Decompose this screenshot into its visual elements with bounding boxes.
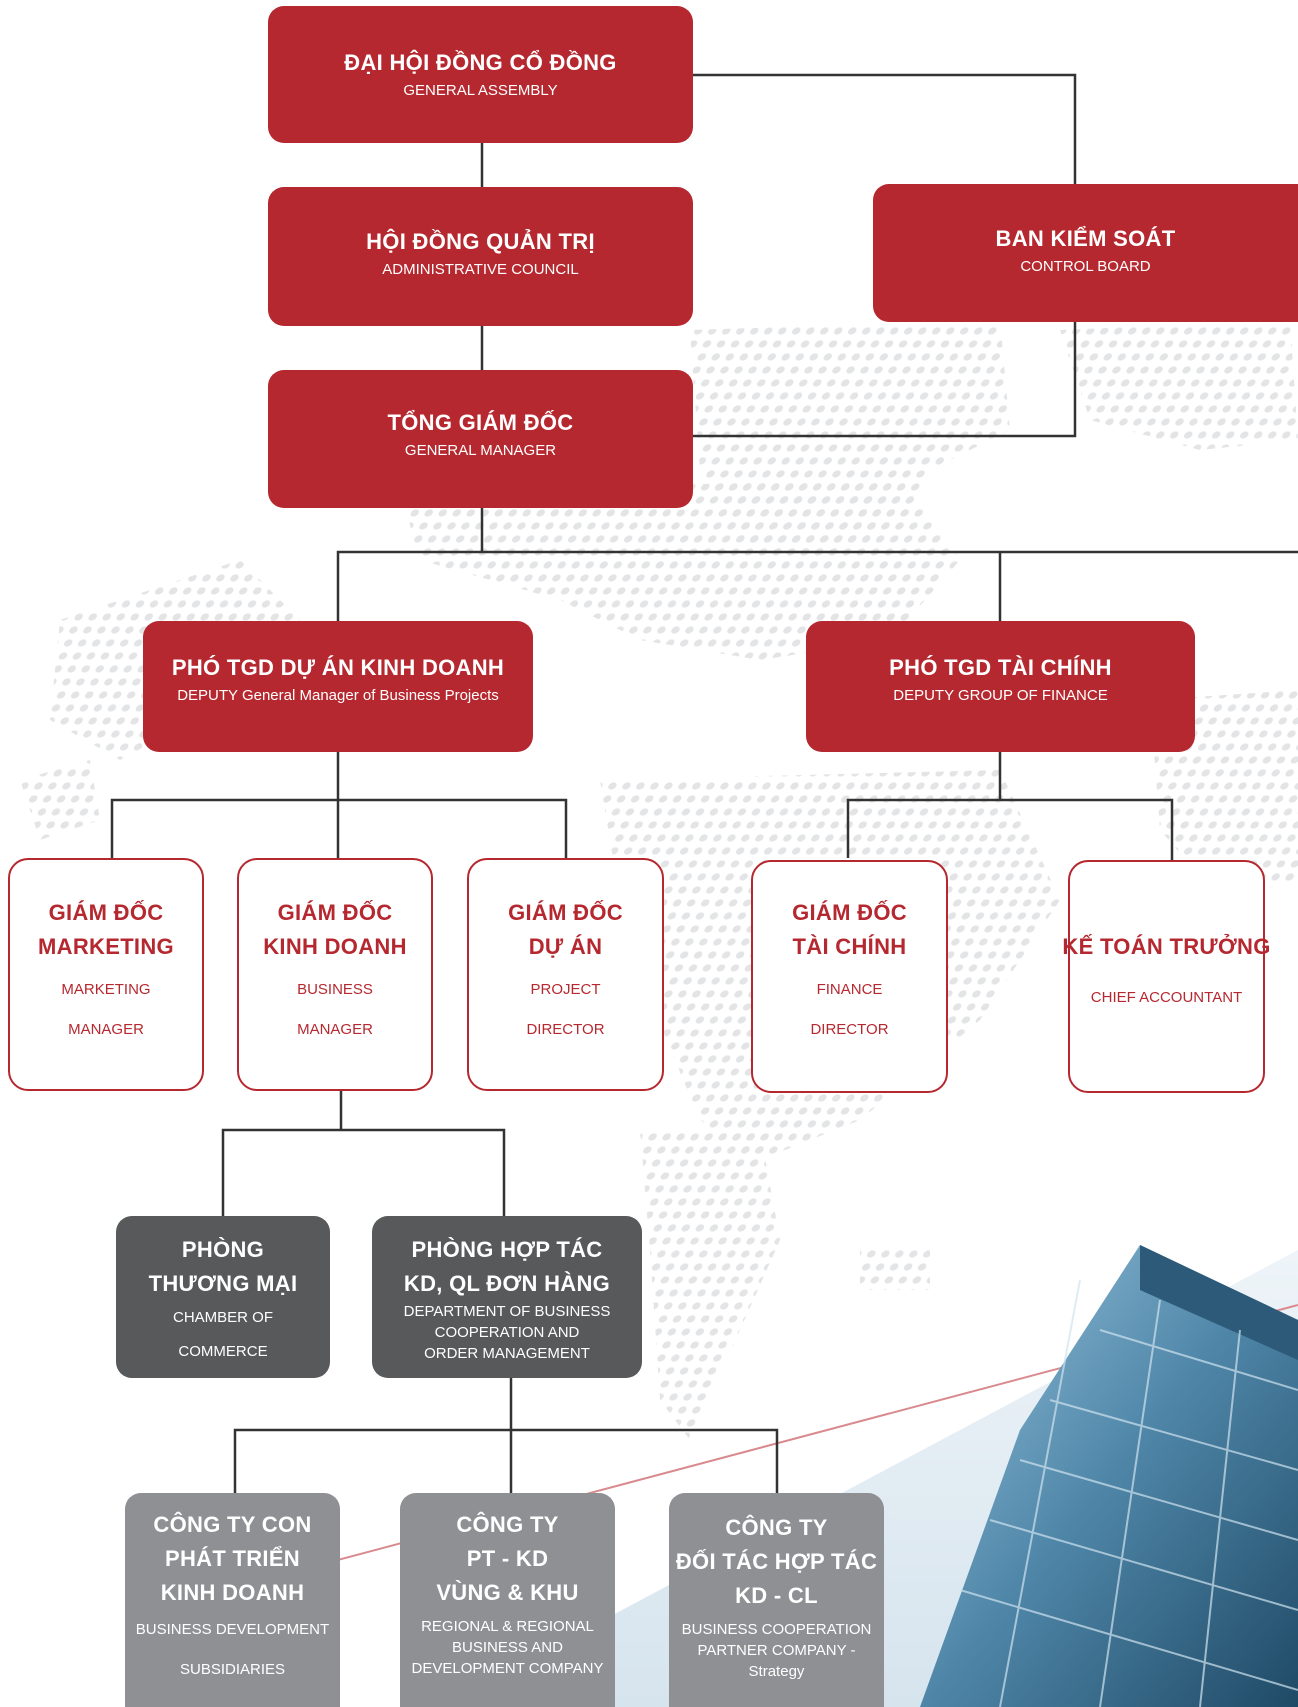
chamber-commerce-subtitle-line1: CHAMBER OF xyxy=(172,1309,273,1326)
project-director-title-line2: DỰ ÁN xyxy=(528,934,603,959)
partner-company-subtitle: BUSINESS COOPERATION PARTNER COMPANY - S… xyxy=(681,1621,872,1680)
chamber-commerce-subtitle-line2: COMMERCE xyxy=(178,1343,268,1360)
chief-accountant-title: KẾ TOÁN TRƯỞNG xyxy=(1062,934,1271,959)
business-director-title-line1: GIÁM ĐỐC xyxy=(277,900,393,925)
cooperation-dept-subtitle: DEPARTMENT OF BUSINESS COOPERATION AND O… xyxy=(403,1303,611,1362)
cooperation-dept-title-line1: PHÒNG HỢP TÁC xyxy=(411,1237,603,1262)
finance-director-subtitle-line2: DIRECTOR xyxy=(810,1021,889,1038)
partner-company-box: CÔNG TY ĐỐI TÁC HỢP TÁC KD - CL BUSINESS… xyxy=(669,1493,884,1707)
finance-director-box: GIÁM ĐỐC TÀI CHÍNH FINANCE DIRECTOR xyxy=(751,860,948,1093)
project-director-subtitle-line2: DIRECTOR xyxy=(526,1021,605,1038)
chamber-commerce-title-line1: PHÒNG xyxy=(181,1237,265,1262)
marketing-director-box: GIÁM ĐỐC MARKETING MARKETING MANAGER xyxy=(8,858,204,1091)
control-board-title: BAN KIỂM SOÁT xyxy=(995,226,1176,251)
subsidiaries-title-line1: CÔNG TY CON xyxy=(153,1512,312,1537)
deputy-finance-title: PHÓ TGD TÀI CHÍNH xyxy=(889,655,1112,680)
chamber-commerce-box: PHÒNG THƯƠNG MẠI CHAMBER OF COMMERCE xyxy=(116,1216,330,1378)
deputy-finance-subtitle: DEPUTY GROUP OF FINANCE xyxy=(893,687,1108,704)
partner-company-title-line1: CÔNG TY xyxy=(725,1515,828,1540)
subsidiaries-title-line2: PHÁT TRIỂN xyxy=(165,1546,300,1571)
partner-company-title-line3: KD - CL xyxy=(735,1583,818,1608)
general-manager-subtitle: GENERAL MANAGER xyxy=(404,442,557,459)
project-director-box: GIÁM ĐỐC DỰ ÁN PROJECT DIRECTOR xyxy=(467,858,664,1091)
partner-company-title-line2: ĐỐI TÁC HỢP TÁC xyxy=(675,1549,878,1574)
subsidiaries-subtitle-line2: SUBSIDIARIES xyxy=(179,1661,286,1678)
subsidiaries-box: CÔNG TY CON PHÁT TRIỂN KINH DOANH BUSINE… xyxy=(125,1493,340,1707)
project-director-title-line1: GIÁM ĐỐC xyxy=(508,900,623,925)
regional-company-title-line3: VÙNG & KHU xyxy=(436,1580,579,1605)
project-director-subtitle-line1: PROJECT xyxy=(530,981,601,998)
regional-company-title-line1: CÔNG TY xyxy=(456,1512,559,1537)
deputy-business-title: PHÓ TGD DỰ ÁN KINH DOANH xyxy=(171,655,505,680)
deputy-business-box: PHÓ TGD DỰ ÁN KINH DOANH DEPUTY General … xyxy=(143,621,533,752)
general-manager-box: TỔNG GIÁM ĐỐC GENERAL MANAGER xyxy=(268,370,693,508)
chief-accountant-box: KẾ TOÁN TRƯỞNG CHIEF ACCOUNTANT xyxy=(1062,860,1270,1093)
subsidiaries-title-line3: KINH DOANH xyxy=(160,1580,305,1605)
finance-director-title-line2: TÀI CHÍNH xyxy=(792,934,907,959)
chamber-commerce-title-line2: THƯƠNG MẠI xyxy=(148,1271,298,1296)
general-assembly-box: ĐẠI HỘI ĐỒNG CỔ ĐỒNG GENERAL ASSEMBLY xyxy=(268,6,693,143)
deputy-finance-box: PHÓ TGD TÀI CHÍNH DEPUTY GROUP OF FINANC… xyxy=(806,621,1195,752)
finance-director-subtitle-line1: FINANCE xyxy=(816,981,883,998)
cooperation-dept-box: PHÒNG HỢP TÁC KD, QL ĐƠN HÀNG DEPARTMENT… xyxy=(372,1216,642,1378)
business-director-box: GIÁM ĐỐC KINH DOANH BUSINESS MANAGER xyxy=(237,858,433,1091)
deputy-business-subtitle: DEPUTY General Manager of Business Proje… xyxy=(177,687,499,704)
business-director-subtitle-line2: MANAGER xyxy=(297,1021,373,1038)
general-assembly-subtitle: GENERAL ASSEMBLY xyxy=(403,82,558,99)
regional-company-subtitle: REGIONAL & REGIONAL BUSINESS AND DEVELOP… xyxy=(411,1618,604,1677)
control-board-subtitle: CONTROL BOARD xyxy=(1020,258,1151,275)
admin-council-subtitle: ADMINISTRATIVE COUNCIL xyxy=(382,261,579,278)
chief-accountant-subtitle: CHIEF ACCOUNTANT xyxy=(1090,989,1243,1006)
general-manager-title: TỔNG GIÁM ĐỐC xyxy=(387,410,574,435)
business-director-title-line2: KINH DOANH xyxy=(263,934,407,959)
regional-company-title-line2: PT - KD xyxy=(466,1546,549,1571)
marketing-director-title-line2: MARKETING xyxy=(38,934,174,959)
control-board-box: BAN KIỂM SOÁT CONTROL BOARD xyxy=(873,184,1298,322)
building-image xyxy=(920,1245,1298,1707)
regional-company-box: CÔNG TY PT - KD VÙNG & KHU REGIONAL & RE… xyxy=(400,1493,615,1707)
cooperation-dept-title-line2: KD, QL ĐƠN HÀNG xyxy=(403,1271,611,1296)
business-director-subtitle-line1: BUSINESS xyxy=(297,981,373,998)
subsidiaries-subtitle-line1: BUSINESS DEVELOPMENT xyxy=(135,1621,330,1638)
general-assembly-title: ĐẠI HỘI ĐỒNG CỔ ĐỒNG xyxy=(344,50,617,75)
finance-director-title-line1: GIÁM ĐỐC xyxy=(792,900,907,925)
marketing-director-subtitle-line1: MARKETING xyxy=(61,981,151,998)
admin-council-title: HỘI ĐỒNG QUẢN TRỊ xyxy=(366,229,595,254)
marketing-director-subtitle-line2: MANAGER xyxy=(68,1021,144,1038)
marketing-director-title-line1: GIÁM ĐỐC xyxy=(48,900,164,925)
admin-council-box: HỘI ĐỒNG QUẢN TRỊ ADMINISTRATIVE COUNCIL xyxy=(268,187,693,326)
